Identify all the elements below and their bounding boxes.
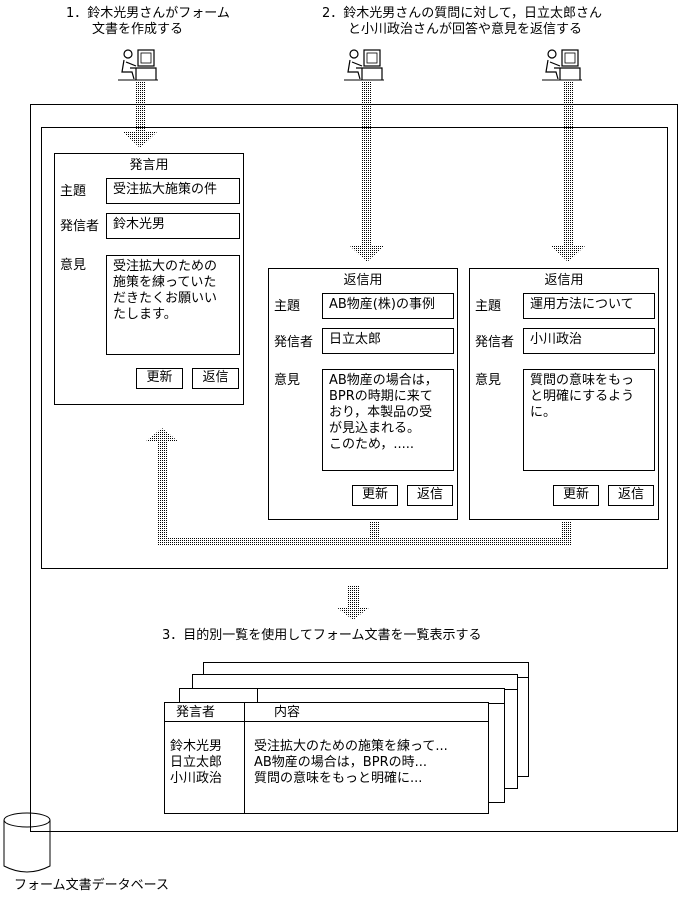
reply-form-2-title: 返信用 [544,273,584,288]
step1-caption: 1．鈴木光男さんがフォーム 文書を作成する [66,6,230,37]
reply-button[interactable]: 返信 [407,485,453,506]
update-button[interactable]: 更新 [553,485,599,506]
subject-field[interactable]: AB物産(株)の事例 [322,293,454,319]
dotted-arrow-down-icon [123,82,157,148]
opinion-field[interactable]: AB物産の場合は， BPRの時期に来て おり，本製品の受 が見込まれる。 このた… [322,369,454,471]
sender-column-values[interactable]: 鈴木光男 日立太郎 小川政治 [170,739,223,786]
subject-label: 主題 [274,299,301,314]
user-at-computer-icon [343,49,385,81]
subject-field[interactable]: 受注拡大施策の件 [106,178,240,204]
content-column-values[interactable]: 受注拡大のための施策を練って... AB物産の場合は，BPRの時... 質問の意… [254,739,448,786]
sender-label: 発信者 [60,219,100,234]
opinion-label: 意見 [274,373,301,388]
reply-form-1-title: 返信用 [343,273,383,288]
opinion-label: 意見 [475,373,502,388]
sender-field[interactable]: 小川政治 [523,328,655,354]
list-header [165,703,488,722]
step2-caption: 2．鈴木光男さんの質問に対して，日立太郎さん と小川政治さんが回答や意見を返信す… [322,6,602,37]
update-button[interactable]: 更新 [136,368,183,389]
user-at-computer-icon [117,49,159,81]
reply-form-1: 返信用 主題 AB物産(株)の事例 発信者 日立太郎 意見 AB物産の場合は， … [268,268,458,520]
step3-caption: 3．目的別一覧を使用してフォーム文書を一覧表示する [162,628,482,643]
post-form: 発言用 主題 受注拡大施策の件 発信者 鈴木光男 意見 受注拡大のための 施策を… [54,153,244,405]
database-container [30,104,678,832]
sender-label: 発信者 [475,335,515,350]
dotted-arrow-up-icon [145,428,572,546]
reply-button[interactable]: 返信 [192,368,239,389]
dotted-arrow-down-icon [551,82,585,262]
column-header-sender[interactable]: 発言者 [176,705,216,720]
opinion-label: 意見 [60,258,87,273]
post-form-title: 発言用 [129,158,169,173]
list-view-card: 発言者 内容 鈴木光男 日立太郎 小川政治 受注拡大のための施策を練って... … [164,702,489,814]
reply-button[interactable]: 返信 [608,485,654,506]
sender-field[interactable]: 鈴木光男 [106,213,240,239]
subject-label: 主題 [475,299,502,314]
subject-field[interactable]: 運用方法について [523,293,655,319]
forms-panel [41,127,668,569]
column-header-content[interactable]: 内容 [274,705,301,720]
subject-label: 主題 [60,184,87,199]
sender-field[interactable]: 日立太郎 [322,328,454,354]
opinion-field[interactable]: 受注拡大のための 施策を練っていた だきたくお願いい たします。 [106,255,240,355]
reply-form-2: 返信用 主題 運用方法について 発信者 小川政治 意見 質問の意味をもっ と明確… [469,268,659,520]
dotted-arrow-down-icon [336,585,370,620]
user-at-computer-icon [541,49,583,81]
opinion-field[interactable]: 質問の意味をもっ と明確にするよう に。 [523,369,655,471]
dotted-arrow-down-icon [350,82,384,262]
database-cylinder-icon [3,812,51,873]
sender-label: 発信者 [274,335,314,350]
column-divider [244,703,245,813]
database-label: フォーム文書データベース [14,878,169,893]
update-button[interactable]: 更新 [352,485,398,506]
